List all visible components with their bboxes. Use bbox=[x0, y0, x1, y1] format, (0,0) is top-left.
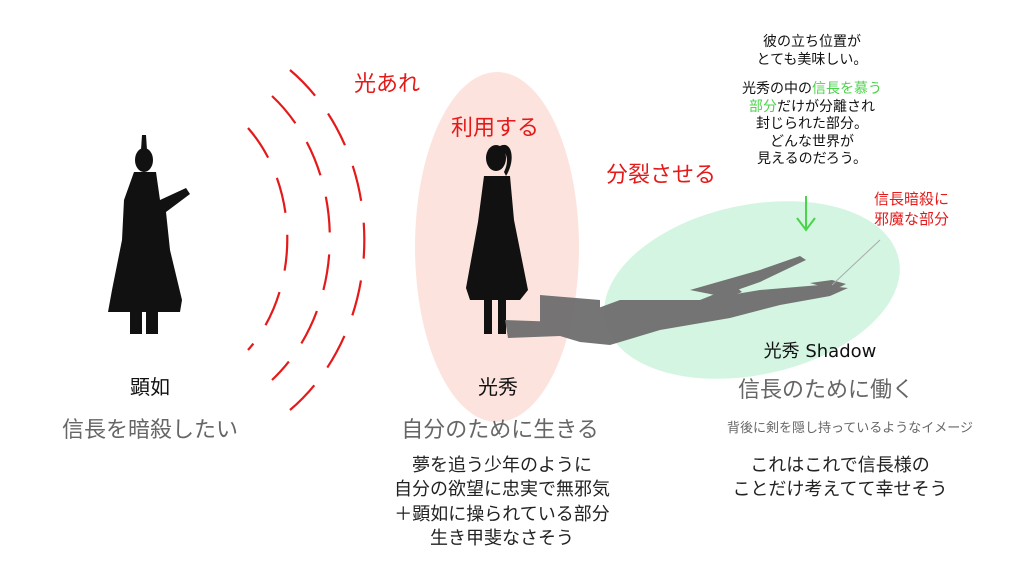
shadow-detail: これはこれで信長様の ことだけ考えてて幸せそう bbox=[690, 454, 990, 503]
note-line5: 封じられた部分。 bbox=[756, 116, 868, 132]
down-arrow-icon bbox=[796, 196, 816, 232]
mitsuhide-name: 光秀 bbox=[478, 375, 518, 399]
shadow-detail-line2: ことだけ考えてて幸せそう bbox=[732, 479, 948, 501]
light-wave-arcs bbox=[247, 69, 366, 411]
note-line2: とても美味しい。 bbox=[756, 51, 868, 68]
mitsuhide-desc: 自分のために生きる bbox=[401, 418, 599, 443]
kennyo-name: 顕如 bbox=[130, 375, 170, 399]
shadow-detail-line1: これはこれで信長様の bbox=[750, 455, 930, 476]
mitsuhide-silhouette bbox=[466, 144, 528, 334]
note-line4: 部分だけが分離され bbox=[722, 99, 902, 117]
shadow-desc: 信長のために働く bbox=[737, 378, 914, 403]
mitsuhide-detail: 夢を追う少年のように 自分の欲望に忠実で無邪気 ＋顕如に操られている部分 生き甲… bbox=[352, 454, 652, 551]
label-riyou-suru: 利用する bbox=[451, 116, 540, 141]
label-bunretsu-saseru: 分裂させる bbox=[606, 163, 717, 188]
position-note: 彼の立ち位置が とても美味しい。 光秀の中の信長を慕う 部分だけが分離され 封じ… bbox=[722, 34, 902, 169]
note-line3-b: 信長を慕う bbox=[812, 81, 882, 97]
mitsuhide-detail-line3: ＋顕如に操られている部分 bbox=[394, 503, 610, 525]
note-line1: 彼の立ち位置が bbox=[763, 34, 861, 50]
shadow-highlight-ellipse bbox=[604, 201, 900, 379]
note-line4-a: 部分 bbox=[749, 98, 777, 115]
kennyo-silhouette bbox=[108, 135, 190, 334]
mitsuhide-detail-line4: 生き甲斐なさそう bbox=[430, 527, 574, 549]
note-line3-a: 光秀の中の bbox=[742, 81, 812, 97]
kennyo-desc: 信長を暗殺したい bbox=[62, 418, 239, 443]
mitsuhide-detail-line1: 夢を追う少年のように bbox=[412, 455, 592, 476]
mitsuhide-detail-line2: 自分の欲望に忠実で無邪気 bbox=[394, 479, 610, 501]
mitsuhide-shadow-figure bbox=[505, 256, 848, 345]
note-line6: どんな世界が bbox=[770, 133, 854, 150]
pointer-line bbox=[831, 239, 881, 286]
note-line3: 光秀の中の信長を慕う bbox=[722, 81, 902, 99]
shadow-name: 光秀 Shadow bbox=[763, 341, 877, 362]
note-line4-b: だけが分離され bbox=[777, 98, 875, 115]
label-ansatsu-jama: 信長暗殺に 邪魔な部分 bbox=[874, 190, 949, 229]
ansatsu-jama-line1: 信長暗殺に bbox=[874, 190, 950, 208]
shadow-sub: 背後に剣を隠し持っているようなイメージ bbox=[726, 421, 974, 436]
label-hikari-are: 光あれ bbox=[354, 72, 421, 97]
note-line7: 見えるのだろう。 bbox=[757, 151, 867, 167]
ansatsu-jama-line2: 邪魔な部分 bbox=[874, 209, 950, 228]
